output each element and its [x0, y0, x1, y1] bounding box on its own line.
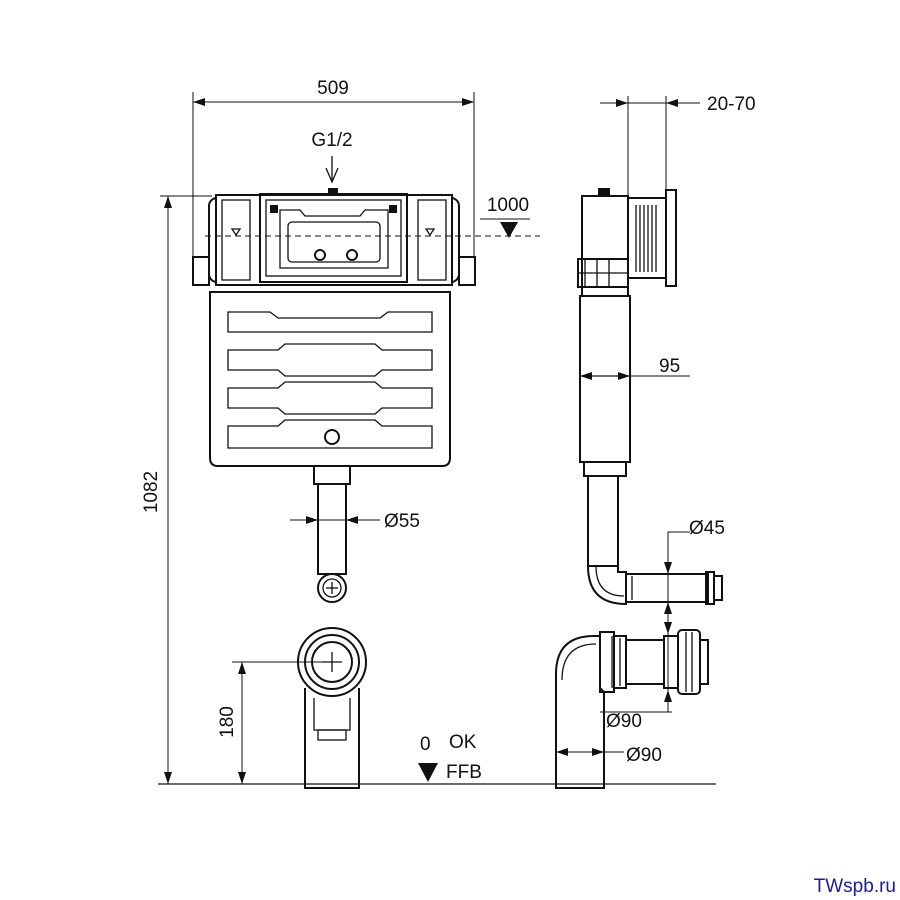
watermark: TWspb.ru [814, 876, 896, 897]
pipe-d45-label: Ø45 [689, 518, 725, 539]
ok-label: OK [449, 732, 477, 753]
level-label: 1000 [487, 195, 529, 216]
front-flush-pipe [313, 465, 351, 603]
outlet-d90-horizontal-label: Ø90 [626, 745, 662, 766]
pipe-d55-label: Ø55 [384, 511, 420, 532]
height-label: 1082 [141, 471, 162, 513]
dimension-lines [158, 92, 716, 785]
outlet-height-label: 180 [217, 706, 238, 738]
front-outlet [297, 627, 367, 789]
supply-label: G1/2 [311, 130, 352, 151]
width-label: 509 [317, 78, 349, 99]
ffb-label: FFB [446, 762, 482, 783]
side-view [555, 188, 723, 789]
zero-label: 0 [420, 734, 431, 755]
outlet-d90-vertical-label: Ø90 [606, 711, 642, 732]
front-view-cistern [192, 188, 540, 467]
depth-range-label: 20-70 [707, 94, 756, 115]
depth-label: 95 [659, 356, 680, 377]
